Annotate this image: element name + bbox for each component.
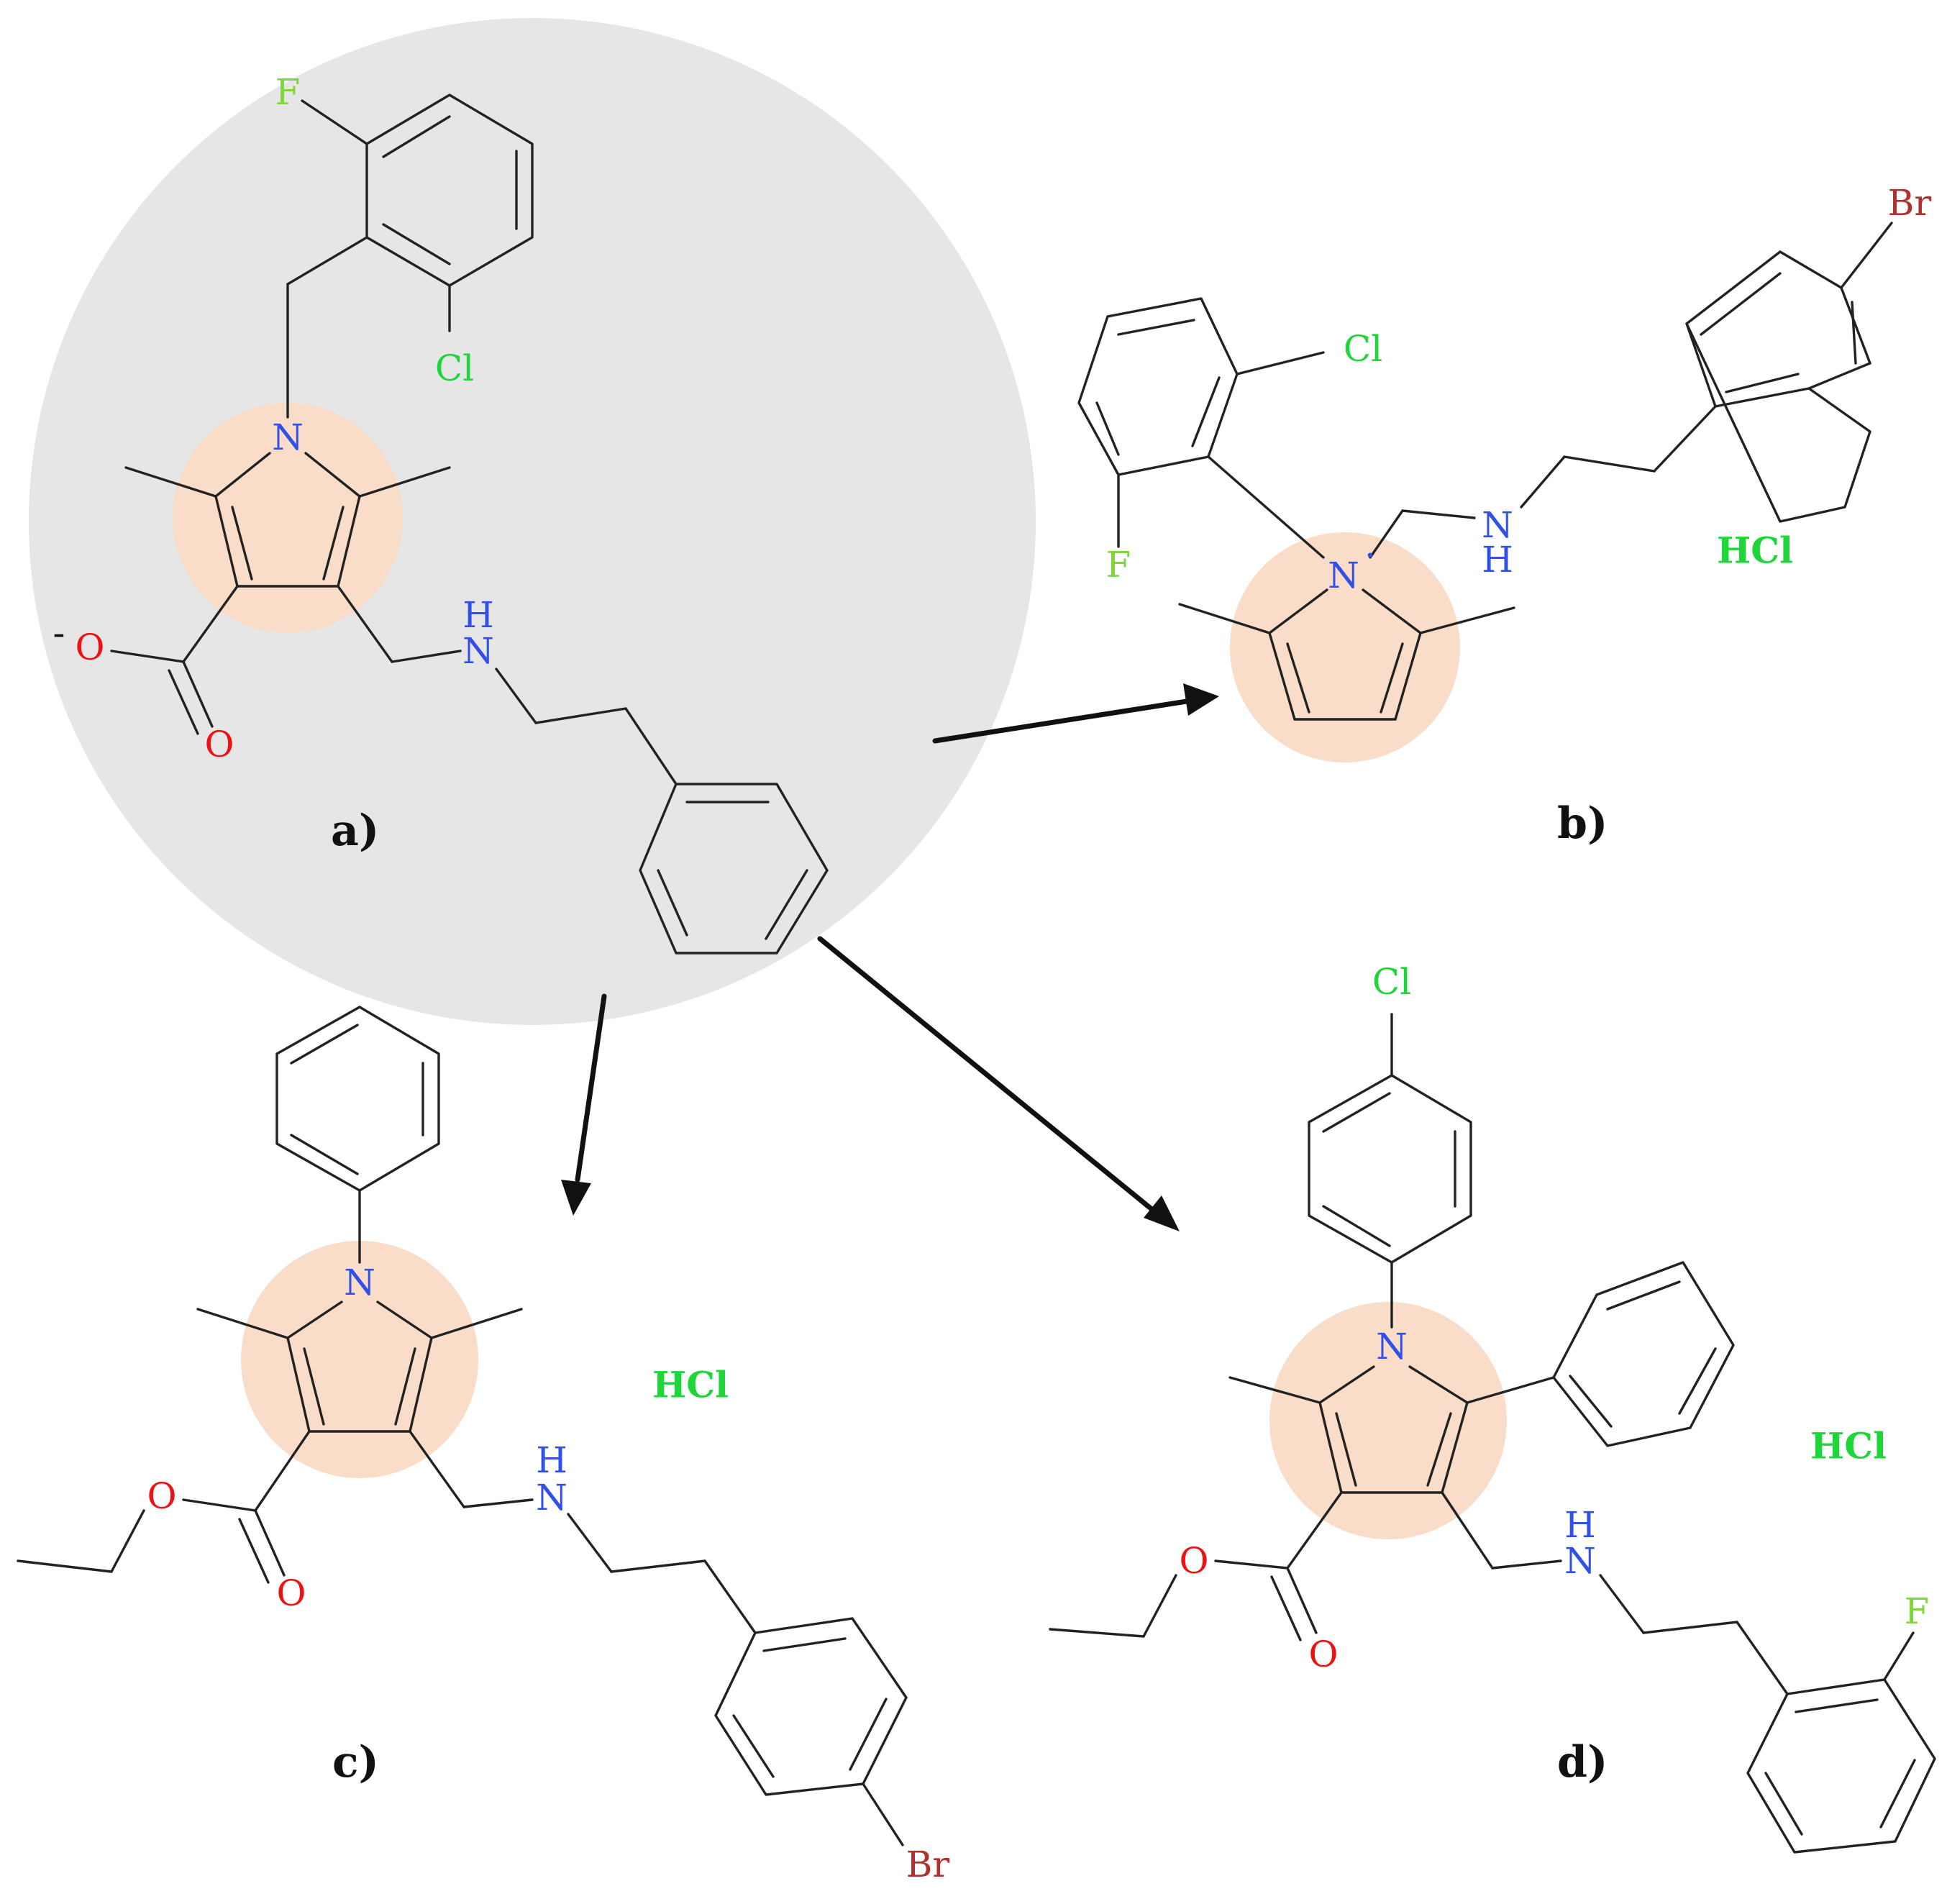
- atom-N-c: N: [344, 1262, 375, 1303]
- atom-Br-b: Br: [1888, 182, 1932, 224]
- atom-F-a: F: [275, 71, 301, 113]
- atom-Br-c: Br: [906, 1844, 950, 1885]
- arrow-a-to-d: [817, 936, 1180, 1231]
- charge-minus-a: -: [53, 612, 65, 654]
- molecule-a-bonds: [110, 94, 829, 955]
- atom-O-carbonyl-c: O: [277, 1572, 306, 1614]
- atom-H-d: H: [1564, 1504, 1596, 1546]
- molecule-c-bonds: [17, 1006, 908, 1846]
- salt-HCl-d: HCl: [1810, 1425, 1887, 1467]
- pyrrole-highlight-a: [173, 403, 403, 633]
- atom-N-d: N: [1376, 1326, 1408, 1367]
- radical-dot-b: ·: [1364, 534, 1376, 576]
- molecule-d-bonds: [1049, 1013, 1936, 1854]
- atom-Cl-a: Cl: [435, 347, 474, 389]
- atom-NH-b: N: [1482, 504, 1513, 546]
- molecule-c-atoms: N H N O O Br: [147, 1262, 950, 1885]
- arrow-a-to-c: [561, 993, 607, 1216]
- salt-HCl-c: HCl: [652, 1364, 729, 1406]
- atom-NH-c: N: [536, 1477, 567, 1518]
- atom-N-a: N: [272, 416, 304, 458]
- atom-O-ester-d: O: [1180, 1540, 1209, 1582]
- atom-Cl-d: Cl: [1372, 961, 1411, 1003]
- atom-O-carbonyl-a: O: [205, 724, 234, 765]
- label-d: d): [1557, 1737, 1608, 1787]
- atom-O-minus-a: O: [76, 627, 105, 668]
- atom-H-b: H: [1482, 539, 1513, 580]
- core-scaffold-circle: [29, 18, 1036, 1025]
- atom-O-carbonyl-d: O: [1309, 1634, 1339, 1675]
- label-b: b): [1557, 798, 1608, 849]
- arrow-a-to-b: [932, 683, 1219, 744]
- molecule-b-atoms: Cl F N · N H Br: [1106, 182, 1932, 596]
- pyrrole-highlight-b: [1230, 532, 1460, 762]
- pyrrole-highlight-d: [1269, 1302, 1507, 1539]
- atom-H-c: H: [536, 1439, 567, 1481]
- atom-NH-d: N: [1564, 1540, 1596, 1582]
- atom-O-ester-c: O: [147, 1475, 177, 1517]
- atom-H-a: H: [462, 594, 494, 636]
- molecule-a-atoms: F Cl N H N O - O: [53, 71, 494, 765]
- atom-N-b: N: [1328, 555, 1359, 596]
- molecule-d-atoms: Cl N H N O O F: [1180, 961, 1930, 1675]
- salt-HCl-b: HCl: [1717, 529, 1793, 572]
- atom-F-d: F: [1905, 1590, 1930, 1632]
- label-c: c): [332, 1737, 379, 1787]
- atom-NH-a: N: [462, 630, 494, 672]
- atom-F-b: F: [1106, 544, 1131, 586]
- molecule-b-bonds: [1077, 222, 1893, 721]
- pyrrole-highlight-c: [241, 1241, 478, 1478]
- atom-Cl-b: Cl: [1344, 328, 1382, 370]
- label-a: a): [331, 806, 379, 856]
